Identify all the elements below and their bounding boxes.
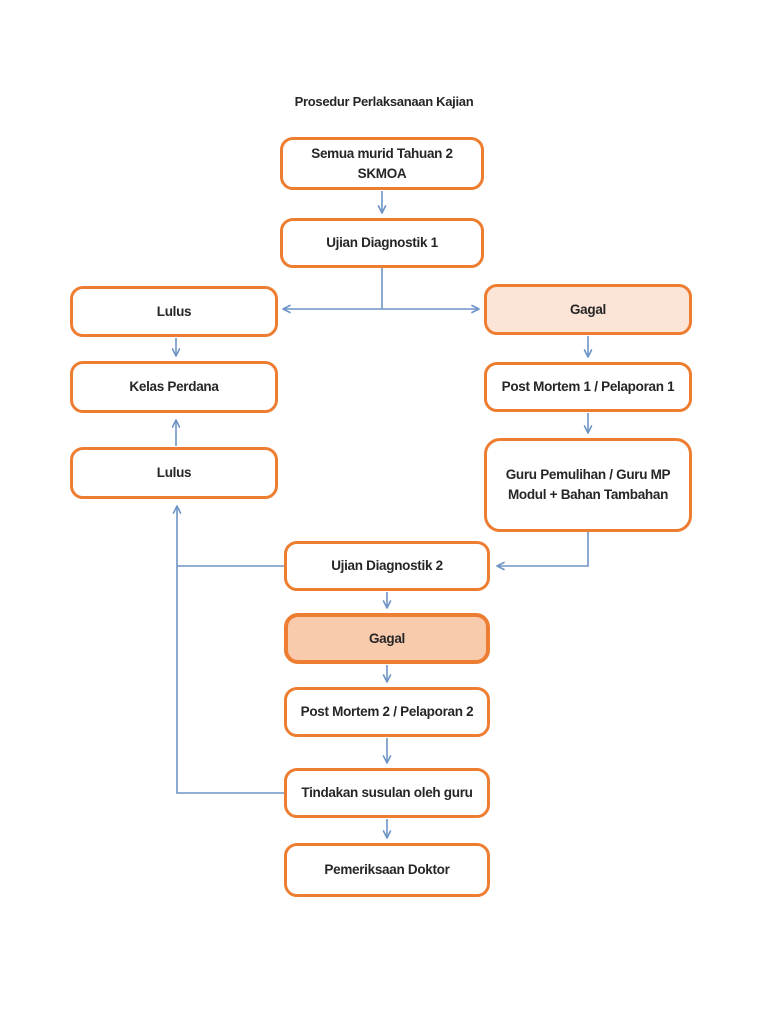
node-lulus-2: Lulus bbox=[70, 447, 278, 499]
node-semua-murid: Semua murid Tahuan 2 SKMOA bbox=[280, 137, 484, 190]
node-label: Ujian Diagnostik 1 bbox=[326, 235, 438, 251]
node-label: Post Mortem 1 / Pelaporan 1 bbox=[501, 379, 675, 395]
node-tindakan-susulan: Tindakan susulan oleh guru bbox=[284, 768, 490, 818]
node-ujian-diagnostik-1: Ujian Diagnostik 1 bbox=[280, 218, 484, 268]
node-label: Tindakan susulan oleh guru bbox=[301, 785, 473, 801]
node-kelas-perdana: Kelas Perdana bbox=[70, 361, 278, 413]
node-label: Post Mortem 2 / Pelaporan 2 bbox=[300, 704, 474, 720]
node-label: Gagal bbox=[569, 301, 606, 317]
node-label-line1: Guru Pemulihan / Guru MP bbox=[505, 467, 671, 483]
node-pemeriksaan-doktor: Pemeriksaan Doktor bbox=[284, 843, 490, 897]
node-label: Kelas Perdana bbox=[129, 379, 219, 395]
node-guru-pemulihan: Guru Pemulihan / Guru MP Modul + Bahan T… bbox=[484, 438, 692, 532]
node-label: Lulus bbox=[156, 465, 192, 481]
node-label: Ujian Diagnostik 2 bbox=[331, 558, 443, 574]
node-gagal-1: Gagal bbox=[484, 284, 692, 335]
node-lulus-1: Lulus bbox=[70, 286, 278, 337]
edge-guru-pemulihan-to-ujian2 bbox=[496, 532, 589, 571]
node-label-line2: Modul + Bahan Tambahan bbox=[507, 487, 669, 502]
node-label: Gagal bbox=[368, 630, 405, 646]
node-label: Lulus bbox=[156, 303, 192, 319]
node-post-mortem-2: Post Mortem 2 / Pelaporan 2 bbox=[284, 687, 490, 737]
node-post-mortem-1: Post Mortem 1 / Pelaporan 1 bbox=[484, 362, 692, 412]
node-gagal-2: Gagal bbox=[284, 613, 490, 664]
page-title: Prosedur Perlaksanaan Kajian bbox=[294, 94, 474, 109]
edge-tindakan-loop-to-lulus2 bbox=[172, 505, 284, 794]
node-label: Pemeriksaan Doktor bbox=[324, 862, 450, 878]
node-ujian-diagnostik-2: Ujian Diagnostik 2 bbox=[284, 541, 490, 591]
node-label: Semua murid Tahuan 2 SKMOA bbox=[311, 145, 453, 181]
